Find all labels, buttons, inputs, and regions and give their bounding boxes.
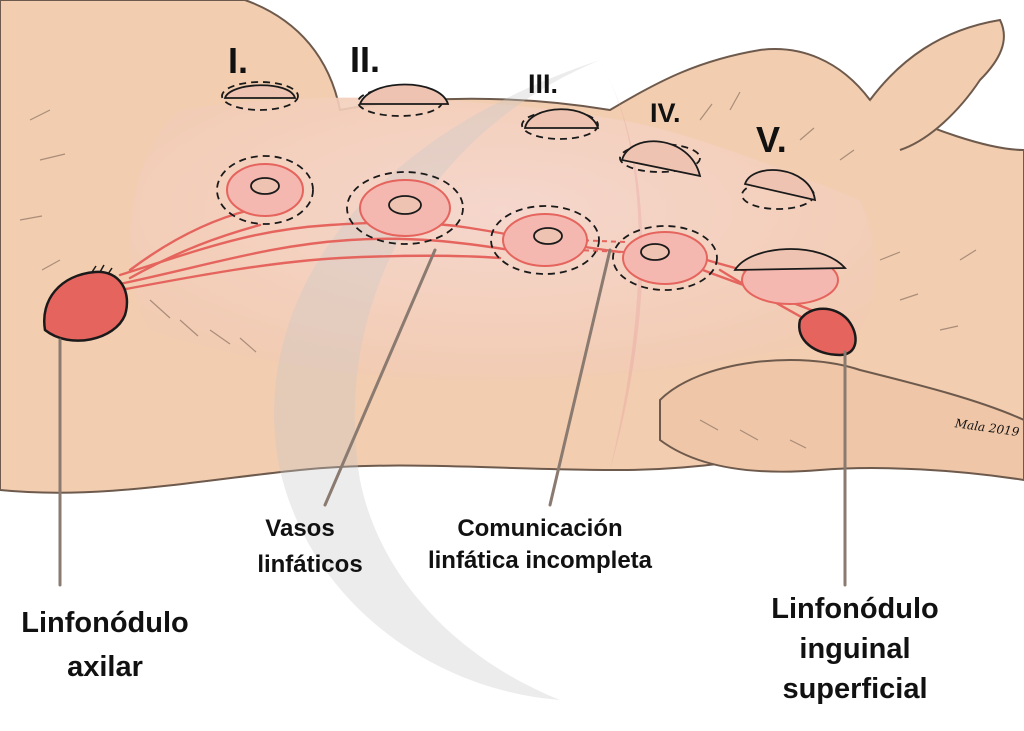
teat-II (358, 83, 450, 105)
gland-label-IV: IV. (650, 98, 681, 128)
teats (223, 83, 847, 271)
label-axillary-line1: Linfonódulo (21, 607, 189, 639)
leader-vessels (323, 248, 437, 507)
hind-leg (659, 359, 1024, 482)
label-inguinal-line1: Linfonódulo (771, 593, 939, 625)
tail (869, 18, 1005, 151)
teat-I (223, 84, 297, 99)
teat-V (743, 169, 817, 202)
leader-incomplete (548, 248, 612, 507)
label-inguinal-line3: superficial (782, 673, 927, 705)
label-inguinal-line2: inguinal (799, 633, 910, 665)
gland-label-I: I. (228, 40, 248, 81)
label-axillary-line2: axilar (67, 651, 143, 683)
teat-IV (620, 140, 702, 178)
gland-label-III: III. (528, 69, 558, 99)
teat-III (523, 108, 600, 129)
label-vessels-line2: linfáticos (257, 551, 362, 578)
label-incomplete-line1: Comunicación (457, 515, 622, 542)
gland-label-V: V. (756, 119, 787, 160)
inguinal-lymph-node (797, 307, 857, 357)
label-incomplete-line2: linfática incompleta (428, 547, 653, 574)
gland-label-II: II. (350, 39, 380, 80)
leader-lines (58, 248, 847, 587)
watermark-crescent (274, 60, 643, 700)
label-vessels-line1: Vasos (265, 515, 334, 542)
axillary-lymph-node (42, 264, 129, 342)
